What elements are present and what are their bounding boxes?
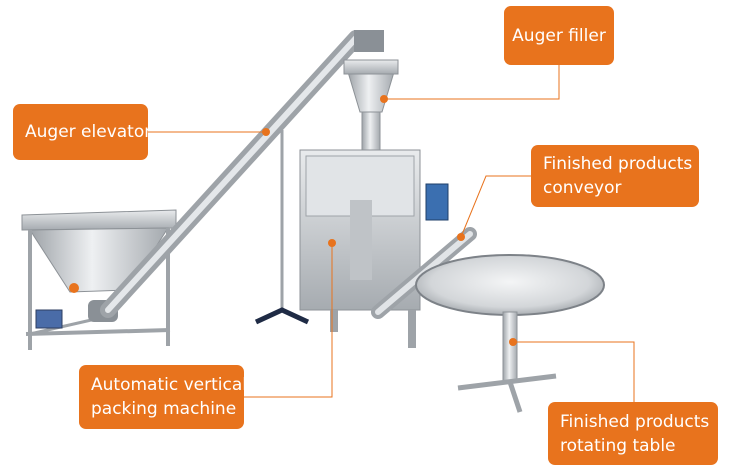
callout-packing-machine: Automatic vertical packing machine: [79, 365, 247, 429]
callout-conveyor: Finished products conveyor: [531, 145, 699, 207]
callout-conveyor-line1: Finished products: [543, 154, 693, 174]
callout-table-line2: rotating table: [560, 435, 676, 456]
leader-rotating-table: [513, 341, 635, 402]
leader-packing-machine: [244, 243, 333, 398]
callout-table-line1: Finished products: [560, 411, 710, 432]
callout-auger-elevator: Auger elevator: [13, 104, 152, 160]
callout-auger-filler-line1: Auger filler: [512, 25, 606, 46]
callout-packing-line1: Automatic vertical: [91, 375, 247, 395]
hopper: [21, 209, 177, 350]
leader-conveyor: [460, 175, 531, 238]
callout-auger-elevator-line1: Auger elevator: [25, 122, 152, 142]
auger-filler: [343, 30, 399, 153]
callout-auger-filler: Auger filler: [504, 6, 614, 65]
packing-machine: [299, 149, 449, 348]
callout-rotating-table: Finished products rotating table: [548, 402, 718, 465]
rotating-table: [415, 254, 605, 413]
callout-packing-line2: packing machine: [91, 399, 237, 419]
leader-lines: [148, 65, 635, 402]
leader-auger-filler: [384, 65, 560, 100]
callout-conveyor-line2: conveyor: [543, 178, 622, 198]
auger-elevator: [100, 30, 364, 325]
